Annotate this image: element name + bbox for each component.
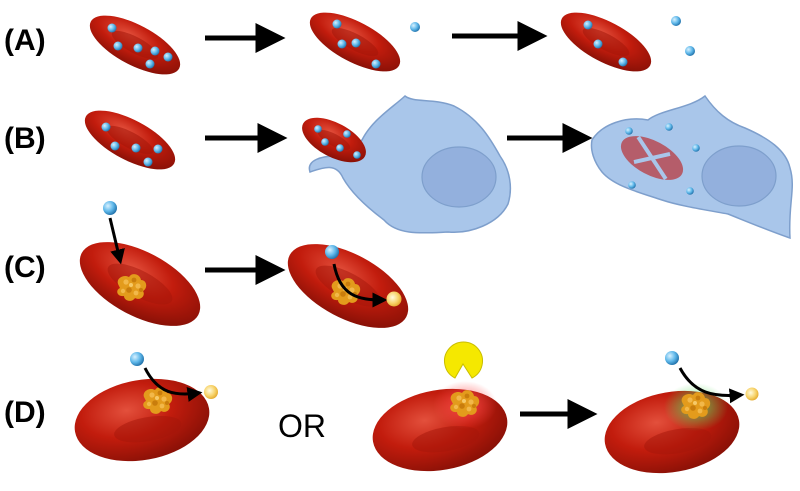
substrate-nanoparticle [103, 201, 117, 215]
nanoparticle [337, 39, 347, 49]
product [745, 387, 759, 401]
nanoparticle [321, 138, 329, 146]
nanoparticle-released [671, 16, 681, 26]
row-label-a: (A) [4, 24, 46, 57]
nanoparticle [583, 20, 593, 30]
nanoparticle [336, 144, 344, 152]
conversion-arrow [678, 367, 745, 404]
rbc-with-nanoparticles [560, 12, 652, 72]
nanoparticle [371, 59, 381, 69]
product [386, 291, 402, 307]
nanoparticle-released [628, 181, 636, 189]
nanoparticle [107, 23, 117, 33]
nucleus [421, 146, 497, 208]
nanoparticle [618, 57, 628, 67]
product [204, 385, 218, 399]
nanoparticle [145, 59, 155, 69]
inhibitor-shape [444, 341, 483, 379]
nucleus [701, 145, 777, 207]
nanoparticle [353, 151, 361, 159]
substrate-nanoparticle [325, 245, 339, 259]
rbc-with-surface-enzyme [74, 378, 210, 462]
nanoparticle [332, 19, 342, 29]
nanoparticle-released [692, 144, 700, 152]
or-label: OR [278, 408, 326, 444]
conversion-arrow [143, 367, 203, 402]
nanoparticle-released [625, 127, 633, 135]
nanoparticle [143, 157, 153, 167]
rbc-with-nanoparticles [84, 110, 176, 170]
nanoparticle-released [665, 123, 673, 131]
digested-rbc [620, 135, 684, 181]
nanoparticle [101, 122, 111, 132]
conversion-arrow [332, 263, 388, 308]
nanoparticle-released [410, 22, 420, 32]
row-label-b: (B) [4, 122, 46, 155]
nanoparticle [110, 141, 120, 151]
substrate-nanoparticle [665, 351, 679, 365]
nanoparticle [163, 52, 173, 62]
nanoparticle [153, 144, 163, 154]
nanoparticle [131, 143, 141, 153]
substrate-nanoparticle [130, 352, 144, 366]
nanoparticle [351, 38, 361, 48]
nanoparticle [343, 130, 351, 138]
nanoparticle [133, 43, 143, 53]
nanoparticle-released [685, 46, 695, 56]
arrow [108, 217, 125, 265]
nanoparticle [113, 41, 123, 51]
nanoparticle [150, 46, 160, 56]
row-label-c: (C) [4, 251, 46, 284]
nanoparticle-released [686, 187, 694, 195]
nanoparticle [314, 125, 322, 133]
row-label-d: (D) [4, 396, 46, 429]
nanoparticle [593, 39, 603, 49]
